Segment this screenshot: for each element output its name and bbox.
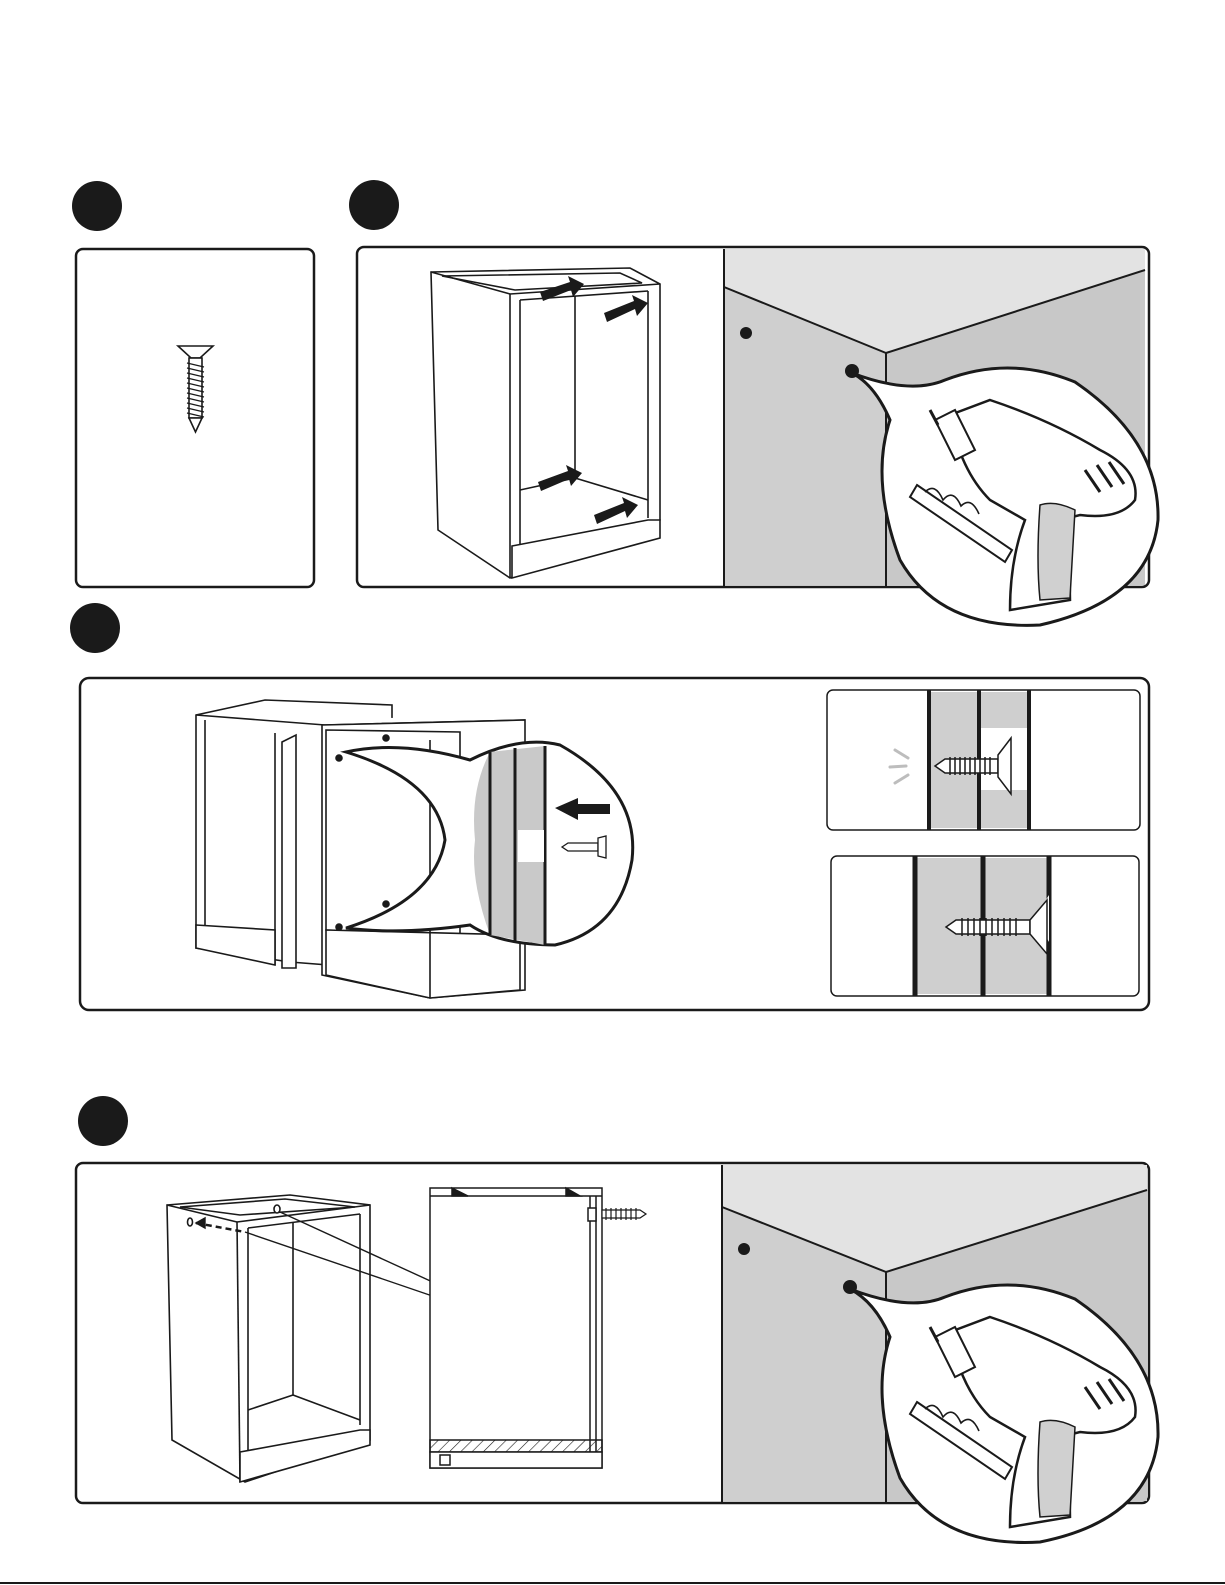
cabinet-icon [167, 1195, 370, 1482]
step-3-number-badge [70, 603, 120, 653]
step-1-number-badge [72, 181, 122, 231]
step-2-number-badge [349, 180, 399, 230]
step-4-number-badge [78, 1096, 128, 1146]
cabinet-icon [431, 268, 660, 578]
